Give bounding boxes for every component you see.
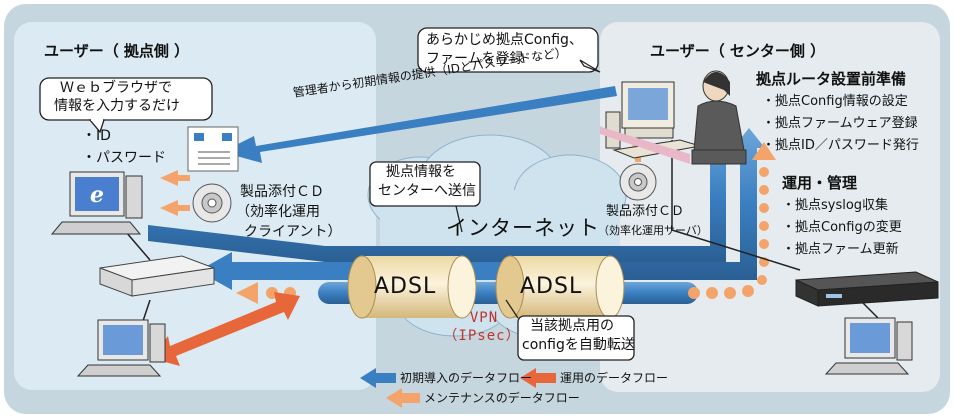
ops-item-1: ・拠点syslog収集 <box>782 198 889 213</box>
legend-initial-label: 初期導入のデータフロー <box>400 371 533 385</box>
legend-operation-swatch <box>520 368 556 388</box>
left-router <box>99 255 215 297</box>
right-callout-line-2: ファームを登録 <box>426 51 524 67</box>
left-callout-line-2: 情報を入力するだけ <box>54 98 180 114</box>
legend-operation-label: 運用のデータフロー <box>560 371 669 385</box>
ops-item-3: ・拠点ファーム更新 <box>782 242 899 257</box>
ops-item-2: ・拠点Configの変更 <box>782 220 902 235</box>
legend-initial-swatch <box>360 368 396 388</box>
desk <box>600 126 690 164</box>
cable-center-router <box>671 229 801 271</box>
legend-maintenance-swatch <box>386 388 420 408</box>
adsl-right-label: ADSL <box>520 274 583 299</box>
maintenance-arrowhead-left <box>236 282 258 304</box>
prep-item-1: ・拠点Config情報の設定 <box>762 94 908 109</box>
adsl-left-pipe <box>347 255 477 319</box>
center-rack-router <box>795 271 939 307</box>
maintenance-dots-right <box>688 167 769 299</box>
left-pc-browser: e <box>50 171 143 235</box>
right-callout-box <box>417 27 601 73</box>
id-item: ・ID <box>82 128 111 144</box>
cd-right-icon <box>619 163 657 201</box>
right-zone-title: ユーザー（ センター側 ） <box>650 42 826 60</box>
left-cd-label-3: クライアント） <box>244 224 342 240</box>
auto-box-line-1: 当該拠点用の <box>530 318 614 334</box>
auto-config-box <box>505 299 635 361</box>
prep-item-3: ・拠点ID／パスワード発行 <box>762 138 919 153</box>
maintenance-arrowhead-right <box>752 142 776 160</box>
left-lower-pc <box>76 319 166 377</box>
left-callout-box <box>39 77 213 134</box>
cd-left-arrow-2 <box>160 200 190 216</box>
prep-title: 拠点ルータ設置前準備 <box>756 70 907 88</box>
legend-maintenance-label: メンテナンスのデータフロー <box>424 391 580 405</box>
operation-flow-arrow <box>150 292 300 366</box>
send-box-line-1: 拠点情報を <box>386 164 456 180</box>
document-icon <box>187 126 239 172</box>
internet-label: インターネット <box>446 216 600 240</box>
left-cd-label-1: 製品添付ＣＤ <box>240 184 324 200</box>
ipsec-label: （IPsec） <box>443 328 521 344</box>
right-callout-line-1: あらかじめ拠点Config、 <box>426 32 583 48</box>
vpn-label: VPN <box>469 310 499 326</box>
left-cd-label-2: （効率化運用 <box>236 204 320 220</box>
svg-text:e: e <box>90 182 104 208</box>
left-zone-title: ユーザー（ 拠点側 ） <box>44 42 190 60</box>
send-box-line-2: センターへ送信 <box>378 183 476 199</box>
adsl-left-label: ADSL <box>374 274 437 299</box>
password-item: ・パスワード <box>82 150 166 166</box>
auto-box-line-2: configを自動転送 <box>522 337 635 353</box>
left-callout-line-1: Ｗｅｂブラウザで <box>60 80 172 96</box>
ops-title: 運用・管理 <box>782 174 858 192</box>
right-lower-pc <box>824 317 913 375</box>
prep-item-2: ・拠点ファームウェア登録 <box>762 116 918 131</box>
send-info-box <box>369 161 481 233</box>
operator-person <box>691 70 747 165</box>
admin-flow-arrow <box>222 86 617 163</box>
cd-left-icon <box>192 183 232 223</box>
initial-flow-upper <box>148 130 734 262</box>
cd-left-arrow-1 <box>160 170 190 186</box>
right-cd-label-1: 製品添付ＣＤ <box>606 204 685 219</box>
adsl-right-pipe <box>495 255 625 319</box>
right-cd-label-2: （効率化運用サーバ） <box>598 224 708 237</box>
